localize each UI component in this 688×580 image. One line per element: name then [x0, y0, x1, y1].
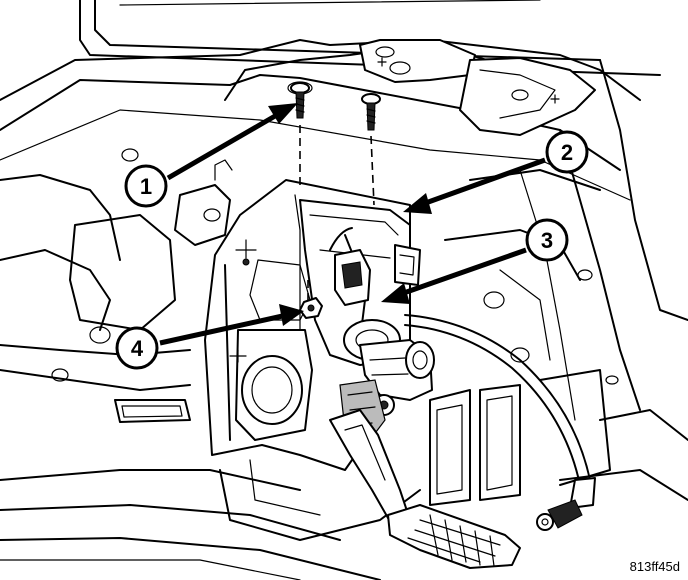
callout-3-label: 3 — [541, 228, 553, 253]
figure-id-label: 813ff45d — [629, 559, 680, 574]
sensor-cable — [404, 314, 596, 531]
callout-4-label: 4 — [131, 336, 144, 361]
pedal-arm-body — [299, 199, 421, 366]
mounting-screw-right — [361, 93, 381, 131]
callout-1-label: 1 — [140, 174, 152, 199]
callout-4: 4 — [115, 304, 304, 370]
mounting-screws — [290, 82, 381, 305]
accelerator-pedal-arm — [329, 409, 521, 569]
callout-2: 2 — [403, 130, 589, 214]
mounting-screw-left — [290, 82, 310, 119]
callout-3: 3 — [381, 218, 569, 304]
callout-1: 1 — [124, 103, 298, 208]
pedal-foot-pad — [387, 504, 521, 569]
callout-2-label: 2 — [561, 140, 573, 165]
screw-alignment-line-right — [370, 135, 375, 206]
